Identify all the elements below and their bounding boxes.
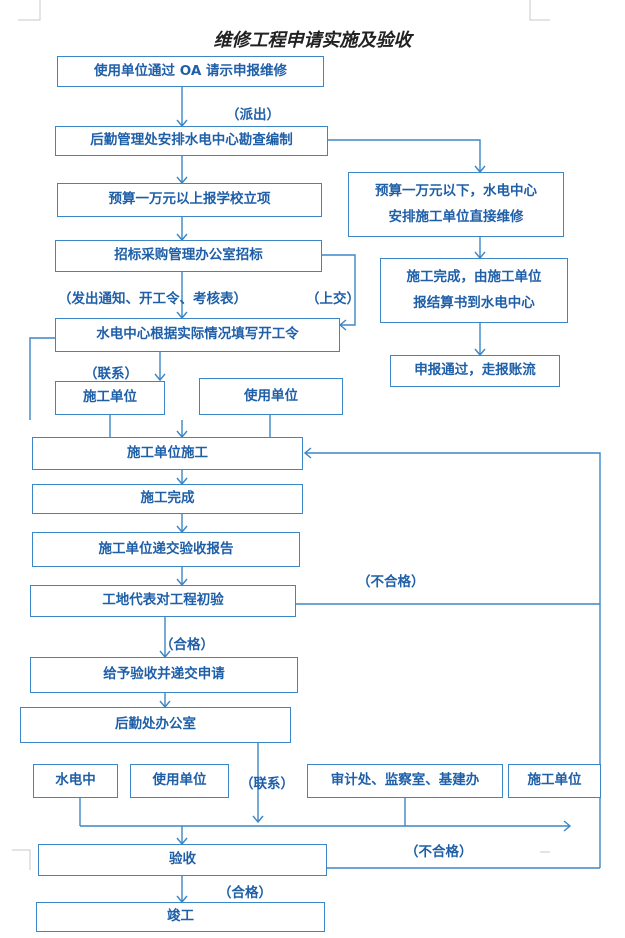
step-start-order: 水电中心根据实际情况填写开工令 bbox=[55, 318, 340, 352]
label-issue-docs: （发出通知、开工令、考核表） bbox=[58, 291, 247, 307]
step-bidding: 招标采购管理办公室招标 bbox=[55, 240, 322, 272]
step-above-10k: 预算一万元以上报学校立项 bbox=[57, 183, 322, 217]
step-final: 竣工 bbox=[36, 902, 325, 932]
label-submit-up: （上交） bbox=[306, 291, 360, 307]
step-water-power: 水电中 bbox=[33, 764, 118, 798]
step-below-10k-line1: 预算一万元以下，水电中心 bbox=[375, 182, 537, 199]
arrow-fail-loop-1 bbox=[303, 447, 601, 868]
label-pass-1: （合格） bbox=[160, 637, 214, 653]
label-pass-2: （合格） bbox=[218, 885, 272, 901]
label-fail-1: （不合格） bbox=[357, 574, 425, 590]
step-done-settle: 施工完成，由施工单位 报结算书到水电中心 bbox=[380, 258, 568, 323]
step-site-inspection: 工地代表对工程初验 bbox=[30, 585, 296, 617]
step-below-10k-line2: 安排施工单位直接维修 bbox=[388, 208, 524, 225]
step-below-10k: 预算一万元以下，水电中心 安排施工单位直接维修 bbox=[348, 172, 564, 237]
step-user-unit-a: 使用单位 bbox=[199, 378, 343, 415]
label-dispatch: （派出） bbox=[226, 107, 280, 123]
step-construction: 施工单位施工 bbox=[32, 437, 303, 470]
step-audit-group: 审计处、监察室、基建办 bbox=[307, 764, 503, 798]
step-logistics-survey: 后勤管理处安排水电中心勘查编制 bbox=[55, 126, 328, 156]
step-oa-request: 使用单位通过 OA 请示申报维修 bbox=[57, 56, 324, 87]
arrow-survey-to-below10k bbox=[328, 139, 486, 174]
page-title: 维修工程申请实施及验收 bbox=[213, 30, 412, 51]
step-logistics-office: 后勤处办公室 bbox=[20, 707, 291, 743]
page-corner-marks bbox=[12, 0, 550, 870]
step-approved-account: 申报通过，走报账流 bbox=[390, 355, 560, 387]
step-done-settle-line1: 施工完成，由施工单位 bbox=[406, 268, 542, 285]
step-user-unit-b: 使用单位 bbox=[130, 764, 229, 798]
step-contractor-a: 施工单位 bbox=[55, 381, 165, 415]
line-startorder-left bbox=[29, 337, 55, 420]
step-grant-acceptance: 给予验收并递交申请 bbox=[30, 657, 298, 693]
arrow-submit-up-loop bbox=[322, 254, 356, 331]
step-contractor-b: 施工单位 bbox=[508, 764, 601, 798]
step-done-settle-line2: 报结算书到水电中心 bbox=[413, 294, 535, 311]
label-contact-b: （联系） bbox=[240, 776, 294, 792]
step-submit-report: 施工单位递交验收报告 bbox=[32, 532, 300, 567]
label-contact-a: （联系） bbox=[84, 366, 138, 382]
step-completed: 施工完成 bbox=[32, 484, 303, 514]
label-fail-2: （不合格） bbox=[405, 844, 473, 860]
step-acceptance: 验收 bbox=[38, 844, 327, 876]
